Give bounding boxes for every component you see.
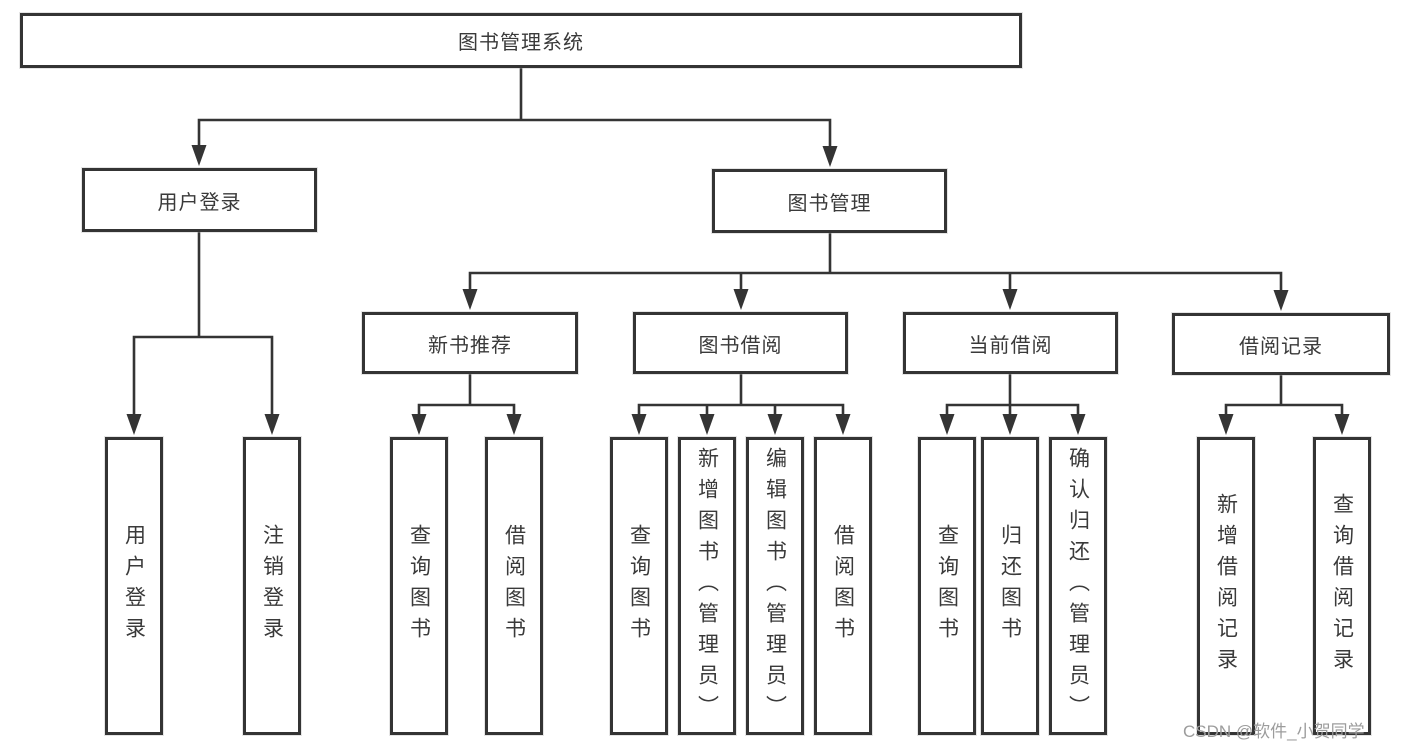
arrowhead-to-cb-query bbox=[939, 414, 955, 435]
node-new-book-recommend: 新书推荐 bbox=[362, 312, 578, 374]
arrowhead-to-borrow bbox=[733, 289, 749, 310]
node-book-management: 图书管理 bbox=[712, 169, 947, 233]
leaf-borrow-edit-books-admin: 编辑图书（管理员） bbox=[746, 437, 804, 735]
connector-borrow-branch bbox=[637, 372, 845, 422]
node-user-login: 用户登录 bbox=[82, 168, 317, 232]
leaf-borrow-borrow-books: 借阅图书 bbox=[814, 437, 872, 735]
connector-user-login-branch bbox=[132, 230, 274, 422]
node-borrow-records: 借阅记录 bbox=[1172, 313, 1390, 375]
connector-paths bbox=[132, 66, 1344, 422]
arrowhead-to-records bbox=[1273, 290, 1289, 311]
leaf-current-query-books: 查询图书 bbox=[918, 437, 976, 735]
connector-current-branch bbox=[945, 372, 1080, 422]
arrowhead-to-bb-edit bbox=[767, 414, 783, 435]
watermark: CSDN @软件_小贺同学 bbox=[1183, 722, 1365, 741]
leaf-borrow-query-books: 查询图书 bbox=[610, 437, 668, 735]
arrowhead-to-leaf-logout bbox=[264, 414, 280, 435]
leaf-records-query-record: 查询借阅记录 bbox=[1313, 437, 1371, 735]
node-book-borrow: 图书借阅 bbox=[633, 312, 848, 374]
arrowhead-to-book-mgmt bbox=[822, 146, 838, 167]
node-current-borrow: 当前借阅 bbox=[903, 312, 1118, 374]
arrowheads bbox=[126, 145, 1350, 435]
arrowhead-to-user-login bbox=[191, 145, 207, 166]
arrowhead-to-br-add bbox=[1218, 414, 1234, 435]
connector-recommend-branch bbox=[417, 372, 516, 422]
leaf-borrow-add-books-admin: 新增图书（管理员） bbox=[678, 437, 736, 735]
arrowhead-to-bb-borrow bbox=[835, 414, 851, 435]
leaf-current-confirm-return-admin: 确认归还（管理员） bbox=[1049, 437, 1107, 735]
arrowhead-to-recommend bbox=[462, 289, 478, 310]
leaf-recommend-borrow-books: 借阅图书 bbox=[485, 437, 543, 735]
connector-book-mgmt-branch bbox=[468, 231, 1283, 296]
leaf-logout: 注销登录 bbox=[243, 437, 301, 735]
arrowhead-to-bb-add bbox=[699, 414, 715, 435]
arrowhead-to-rec-query bbox=[411, 414, 427, 435]
arrowhead-to-br-query bbox=[1334, 414, 1350, 435]
connector-root-branch bbox=[197, 66, 832, 153]
arrowhead-to-cb-confirm bbox=[1070, 414, 1086, 435]
arrowhead-to-leaf-user-login bbox=[126, 414, 142, 435]
arrowhead-to-bb-query bbox=[631, 414, 647, 435]
node-system-root: 图书管理系统 bbox=[20, 13, 1022, 68]
arrowhead-to-cb-return bbox=[1002, 414, 1018, 435]
leaf-user-login: 用户登录 bbox=[105, 437, 163, 735]
leaf-recommend-query-books: 查询图书 bbox=[390, 437, 448, 735]
leaf-records-add-record: 新增借阅记录 bbox=[1197, 437, 1255, 735]
leaf-current-return-books: 归还图书 bbox=[981, 437, 1039, 735]
arrowhead-to-rec-borrow bbox=[506, 414, 522, 435]
connector-records-branch bbox=[1224, 373, 1344, 422]
arrowhead-to-current bbox=[1002, 289, 1018, 310]
